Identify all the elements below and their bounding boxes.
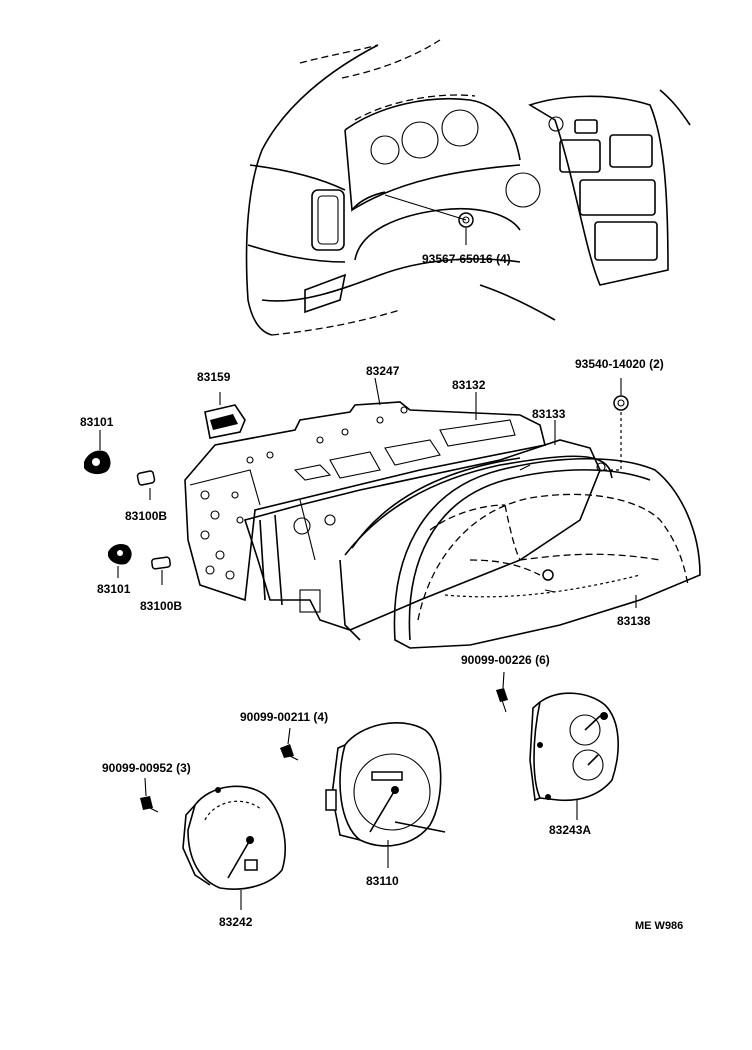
label-93540-14020: 93540-14020 (2) [575,357,664,371]
label-83110: 83110 [366,874,399,888]
label-83101-top: 83101 [80,415,114,429]
label-90099-00211: 90099-00211 (4) [240,710,328,724]
part-83101-top-socket [84,430,111,475]
cluster-case-assembly [184,401,701,649]
screw-90099-00226 [496,671,508,713]
label-83242: 83242 [219,915,253,929]
label-drawing-code: ME W986 [635,920,683,932]
part-83159-connector [204,392,246,439]
label-93567-65016: 93567-65016 (4) [422,252,511,266]
part-83101-bottom-socket [108,544,132,578]
label-83138: 83138 [617,614,651,628]
screw-90099-00211 [280,727,299,761]
label-90099-00226: 90099-00226 (6) [461,653,550,667]
label-83247: 83247 [366,364,400,378]
circuit-plate-holes [200,406,408,580]
part-83100b-bottom-bulb [151,556,171,585]
label-83243a: 83243A [549,823,591,837]
gauge-83243a-combination-meter [529,692,619,820]
dashboard-overview-illustration [245,39,691,336]
part-83100b-top-bulb [136,470,156,500]
label-83133: 83133 [532,407,566,421]
gauge-83110-speedometer [325,722,446,868]
label-83100b-top: 83100B [125,509,167,523]
label-83100b-bottom: 83100B [140,599,182,613]
label-83132: 83132 [452,378,486,392]
screw-90099-00952 [140,777,159,813]
gauge-83242-tachometer [182,785,286,910]
part-93540-nut [603,378,629,471]
leader-lines [374,377,637,608]
label-83159: 83159 [197,370,231,384]
label-90099-00952: 90099-00952 (3) [102,761,191,775]
label-83101-bottom: 83101 [97,582,131,596]
